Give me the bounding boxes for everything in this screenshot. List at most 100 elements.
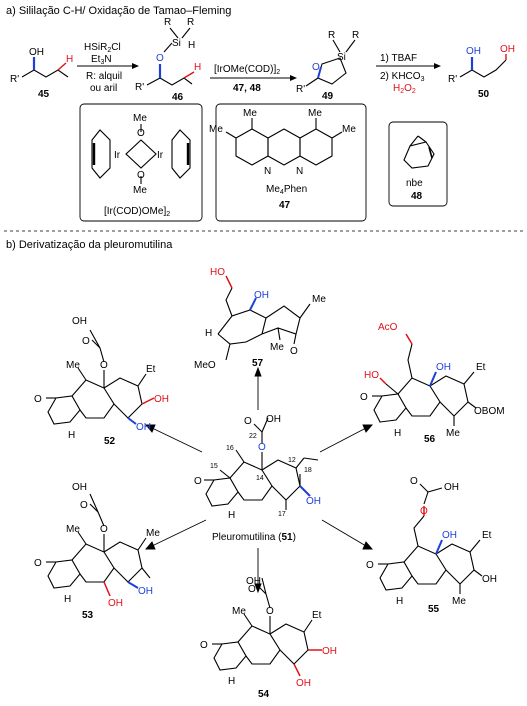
ir-o-core [125,139,157,169]
nbe-bridge1 [409,135,419,147]
c46-chain [146,77,193,86]
c52-o2: O [82,336,90,347]
c52-ch2 [89,329,101,349]
c52-label: 52 [104,436,116,447]
c46-label: 46 [172,92,184,103]
c49-r2: R [352,30,359,41]
c46-h-si: H [188,40,195,51]
c53-ester [97,511,105,527]
c54-o2: O [248,584,256,595]
c53-co [89,503,99,513]
reagent2-line2: 47, 48 [233,83,261,94]
phen-me-4: Me [342,124,356,135]
c56-oh: OH [436,362,451,373]
phen-ring-mid [267,128,301,166]
c52-h: H [68,430,75,441]
arrow-to-56 [319,427,367,453]
c56-ho: HO [364,370,379,381]
c49-o: O [312,62,320,73]
compound-56 [372,343,477,426]
c55-o2: O [410,476,418,487]
compound-45 [21,57,69,78]
c57-oh-bond [249,297,257,311]
c54-o-ring: O [200,640,208,651]
reagent1-note2: ou aril [90,83,117,94]
derivatization-arrows [145,366,373,594]
phen-structure [225,118,343,166]
c52-ring-c [103,377,143,419]
c56-oh-bond [429,371,437,387]
compound-52 [46,329,147,425]
c51-vinyl1 [295,457,305,469]
c57-meo: MeO [194,360,216,371]
c55-oh2 [473,569,483,577]
phen-me4-bond [331,131,343,139]
ir-me2: Me [133,185,147,196]
section-b-title: b) Derivatização da pleuromutilina [6,239,173,251]
compound-54 [212,577,313,671]
arrow-to-53 [151,519,207,547]
c50-oh2: OH [500,44,515,55]
c53-oh-blue-bond [127,581,139,589]
c51-o-ester: O [258,442,266,453]
c55-ester [423,491,429,505]
c53-me1 [77,531,87,545]
arrow-3-head [434,63,441,69]
compound-49 [305,39,356,87]
c51-n14: 14 [256,475,264,482]
c55-h: H [396,596,403,607]
c54-ester [265,593,271,609]
c51-o-carbonyl: O [244,416,252,427]
c51-n15: 15 [210,463,218,470]
reagent3-line3: H2O2 [393,83,416,95]
c56-obom: OBOM [474,406,505,417]
c54-ch2 [261,577,267,595]
arrow-to-52 [151,427,203,453]
c52-oh-top: OH [72,316,87,327]
nbe-label: 48 [411,191,423,202]
c51-n17: 17 [278,511,286,518]
c54-ring-c [269,623,309,665]
phen-me-1: Me [209,124,223,135]
compound-46 [146,27,195,86]
c45-label: 45 [38,89,50,100]
phen-n1: N [264,166,271,177]
phen-me1-bond [225,131,237,139]
c51-n18: 18 [304,467,312,474]
c51-co [253,423,263,433]
arrow-to-55-head [362,541,373,550]
c53-me2 [137,537,147,551]
reagent1-note1: R: alquil [86,71,122,82]
c51-ring-c [261,459,301,501]
c57-me2: Me [270,342,284,353]
arrow-to-57-head [254,366,262,377]
c53-label: 53 [82,610,94,621]
reagent3-line2: 2) KHCO3 [380,71,425,83]
c52-me: Me [66,360,80,371]
c51-n12: 12 [288,457,296,464]
c57-oh: OH [254,290,269,301]
box-phen [215,103,367,222]
phen-n2: N [296,166,303,177]
compound-57 [217,287,311,361]
c55-cp [379,561,413,591]
reagent1-line1: HSiR2Cl [84,42,121,54]
c51-oh-top: OH [266,414,281,425]
c57-ome [225,343,231,361]
c53-oh-red: OH [108,598,123,609]
c46-o: O [156,53,164,64]
arrow-to-55 [321,519,367,547]
c51-me15 [219,469,231,479]
c46-o-si [163,42,173,53]
c45-h-bond [57,62,67,71]
c52-o-ring: O [34,394,42,405]
c54-et: Et [312,610,322,621]
c52-et: Et [146,364,156,375]
c57-ho: HO [210,267,225,278]
compound-50 [459,54,507,78]
c56-aco-bond [405,333,413,345]
c55-ch2 [413,515,425,547]
c53-o2: O [80,500,88,511]
nbe-caption: nbe [406,178,423,189]
